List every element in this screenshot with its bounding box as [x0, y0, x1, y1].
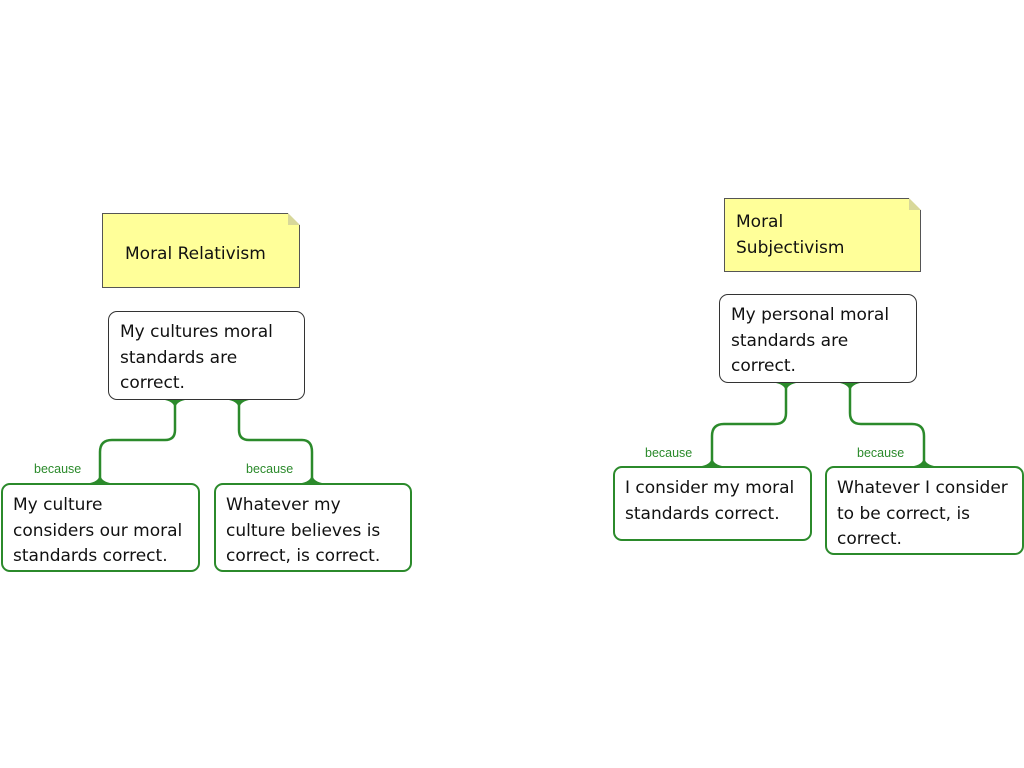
- link-label-left-2: because: [246, 462, 294, 476]
- concept-child-text: Whatever I consider to be correct, is co…: [837, 478, 1008, 549]
- note-title: Moral Subjectivism: [736, 212, 845, 258]
- connector-knob-left-2: [229, 400, 249, 410]
- concept-child-text: Whatever my culture believes is correct,…: [226, 495, 381, 566]
- connector-knob-left-3: [90, 473, 110, 483]
- connector-right-2: [848, 383, 926, 466]
- connector-knob-left-4: [302, 473, 322, 483]
- connector-knob-right-4: [914, 456, 934, 466]
- concept-root-text: My personal moral standards are correct.: [731, 305, 890, 376]
- link-label-right-1: because: [645, 446, 693, 460]
- concept-child-left-1[interactable]: My culture considers our moral standards…: [1, 483, 200, 572]
- concept-child-text: I consider my moral standards correct.: [625, 478, 795, 524]
- concept-child-right-1[interactable]: I consider my moral standards correct.: [613, 466, 812, 541]
- note-fold-corner: [909, 198, 921, 210]
- connector-left-2: [237, 400, 314, 483]
- concept-root-left[interactable]: My cultures moral standards are correct.: [108, 311, 305, 400]
- connector-knob-left-1: [165, 400, 185, 410]
- note-title: Moral Relativism: [125, 244, 266, 264]
- note-moral-relativism[interactable]: Moral Relativism: [102, 213, 300, 288]
- link-label-left-1: because: [34, 462, 82, 476]
- connector-knob-right-3: [702, 456, 722, 466]
- concept-child-text: My culture considers our moral standards…: [13, 495, 183, 566]
- link-label-right-2: because: [857, 446, 905, 460]
- connector-right-1: [710, 383, 788, 466]
- note-fold-corner: [288, 213, 300, 225]
- connector-knob-right-2: [840, 383, 860, 393]
- concept-root-text: My cultures moral standards are correct.: [120, 322, 273, 393]
- note-moral-subjectivism[interactable]: Moral Subjectivism: [724, 198, 921, 272]
- concept-child-right-2[interactable]: Whatever I consider to be correct, is co…: [825, 466, 1024, 555]
- concept-child-left-2[interactable]: Whatever my culture believes is correct,…: [214, 483, 412, 572]
- concept-root-right[interactable]: My personal moral standards are correct.: [719, 294, 917, 383]
- connector-left-1: [98, 400, 177, 483]
- connector-knob-right-1: [776, 383, 796, 393]
